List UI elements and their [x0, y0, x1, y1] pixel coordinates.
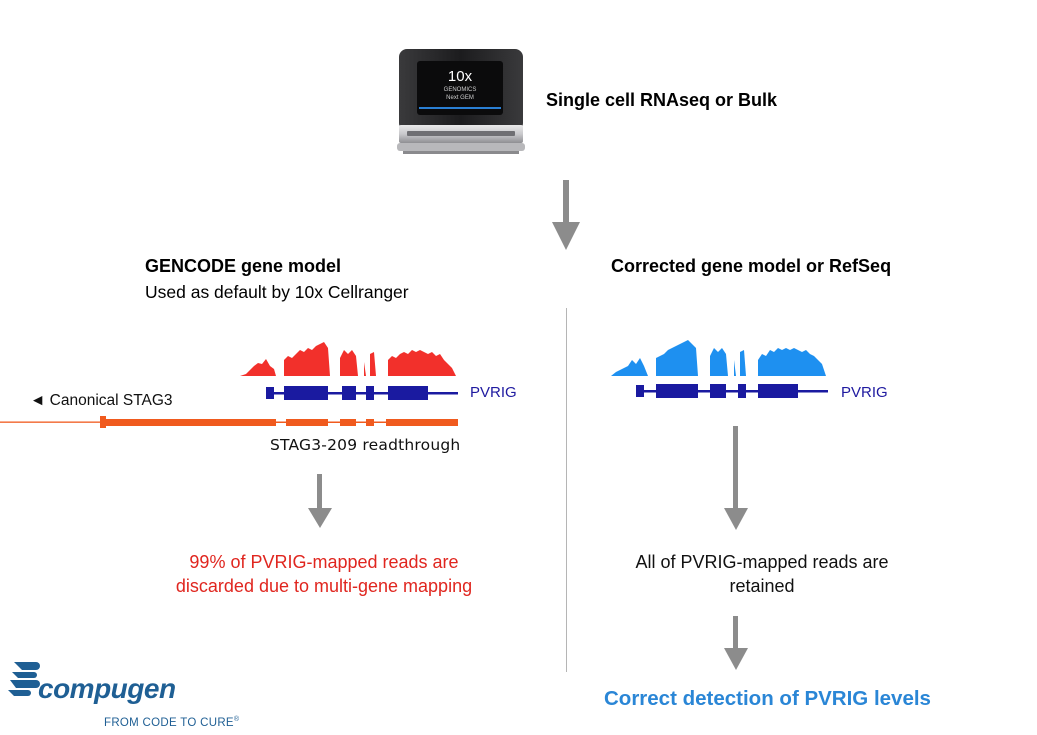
pvrig-gene-model-left	[266, 386, 458, 400]
compugen-wordmark: compugen	[38, 673, 176, 704]
device-sub-text: GENOMICS	[444, 87, 477, 93]
column-divider	[566, 308, 567, 672]
device-model-text: Next GEM	[446, 95, 474, 101]
gencode-genome-track	[0, 342, 458, 428]
gencode-title: GENCODE gene model	[145, 256, 342, 276]
left-result-line1: 99% of PVRIG-mapped reads are	[189, 552, 459, 572]
right-result-text: All of PVRIG-mapped reads are retained	[592, 550, 932, 598]
coverage-histogram-left	[240, 342, 456, 376]
compugen-tagline: FROM CODE TO CURE®	[104, 716, 239, 729]
right-result-line1: All of PVRIG-mapped reads are	[635, 552, 889, 572]
right-result-line2: retained	[729, 576, 795, 596]
left-result-text: 99% of PVRIG-mapped reads are discarded …	[120, 550, 528, 598]
corrected-title: Corrected gene model or RefSeq	[611, 256, 892, 276]
pvrig-label-left: PVRIG	[470, 384, 517, 401]
stag3-readthrough-model	[0, 416, 458, 428]
registered-mark: ®	[233, 716, 240, 723]
page-title: Single cell RNAseq or Bulk	[546, 90, 778, 110]
compugen-logo-icon	[8, 662, 40, 696]
down-arrow-main	[552, 180, 580, 250]
coverage-histogram-right	[611, 340, 826, 376]
down-arrow-right-2	[724, 616, 748, 670]
left-result-line2: discarded due to multi-gene mapping	[175, 576, 473, 596]
down-arrow-left	[308, 474, 332, 528]
corrected-genome-track	[611, 340, 828, 398]
chromium-device-image: 10x GENOMICS Next GEM	[397, 49, 525, 154]
canonical-stag3-label: ◄ Canonical STAG3	[30, 392, 173, 409]
readthrough-label: STAG3-209 readthrough	[270, 436, 461, 454]
down-arrow-right-1	[724, 426, 748, 530]
tagline-text: FROM CODE TO CURE	[104, 716, 234, 729]
gencode-subtitle: Used as default by 10x Cellranger	[145, 282, 409, 302]
pvrig-label-right: PVRIG	[841, 384, 888, 401]
pvrig-gene-model-right	[636, 384, 828, 398]
device-brand-text: 10x	[448, 68, 473, 85]
final-conclusion: Correct detection of PVRIG levels	[604, 687, 931, 710]
